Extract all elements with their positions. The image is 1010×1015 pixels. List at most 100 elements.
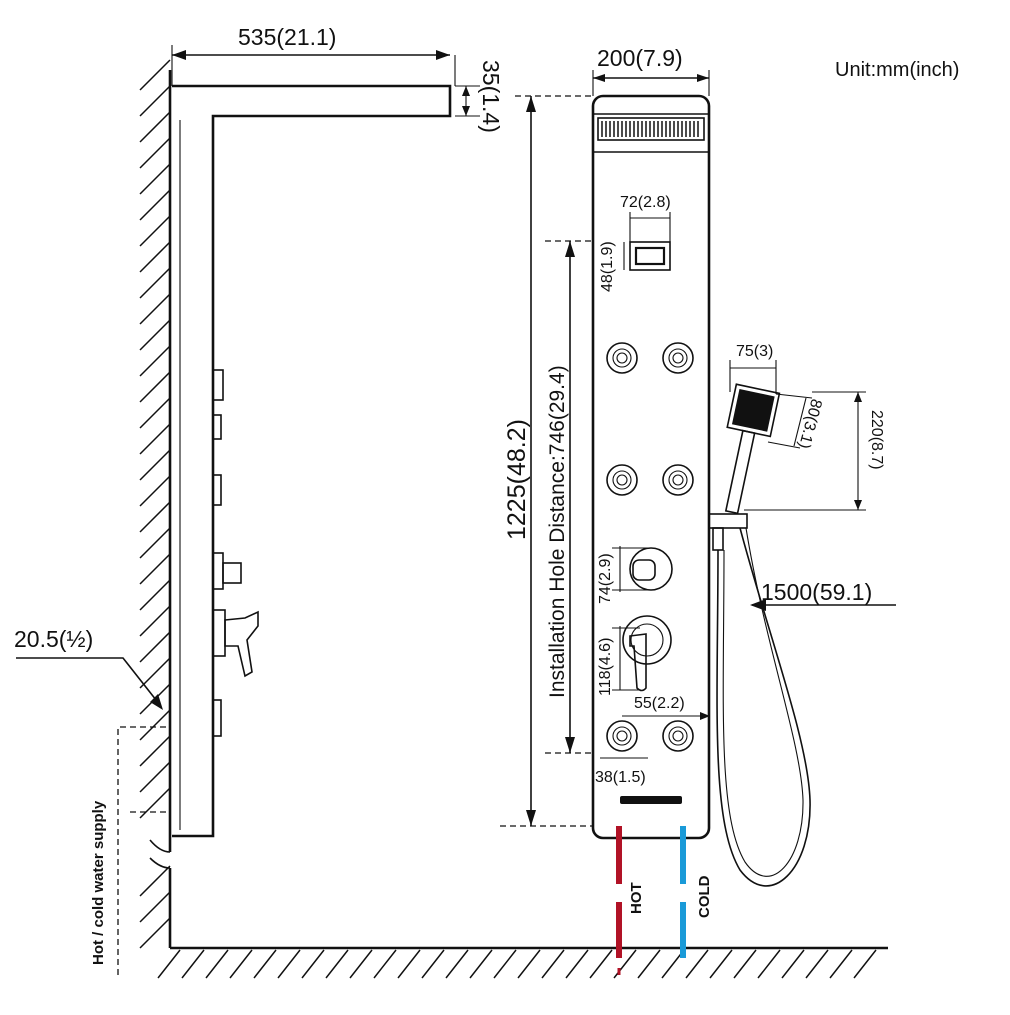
floor-hatch-line xyxy=(757,949,781,979)
floor-hatch-line xyxy=(589,949,613,979)
floor-hatch-line xyxy=(181,949,205,979)
shower-hose xyxy=(716,527,811,887)
floor-hatch-line xyxy=(397,949,421,979)
wall-hatch-line xyxy=(139,241,171,273)
floor-hatch-line xyxy=(325,949,349,979)
floor-hatch-line xyxy=(421,949,445,979)
floor-hatch-line xyxy=(493,949,517,979)
floor-hatch-line xyxy=(853,949,877,979)
floor-hatch-line xyxy=(805,949,829,979)
hose-length-label: 1500(59.1) xyxy=(761,579,872,605)
floor-hatch-line xyxy=(637,949,661,979)
floor-hatch-line xyxy=(205,949,229,979)
body-jet-top-right xyxy=(662,342,694,374)
arm-length-arrow-left xyxy=(172,50,186,60)
bottom-spout xyxy=(620,796,682,804)
wall-hatch-line xyxy=(139,657,171,689)
front-panel xyxy=(591,94,711,840)
side-jet-2 xyxy=(212,414,222,440)
hole-distance-arrow-top xyxy=(565,241,575,257)
rain-grille-nozzles xyxy=(601,121,699,137)
body-jet-bottom-right xyxy=(662,720,694,752)
display-height-label: 48(1.9) xyxy=(599,241,616,292)
hand-shower-head-ext-top xyxy=(775,393,813,399)
hand-shower-holder xyxy=(708,513,748,529)
wall-hatch-line xyxy=(139,891,171,923)
wall-hatch-line xyxy=(139,709,171,741)
wall-hatch-line xyxy=(139,761,171,793)
hole-distance-arrow-bottom xyxy=(565,737,575,753)
wall-hatch-line xyxy=(139,267,171,299)
wall-hatch-line xyxy=(139,111,171,143)
wall-hatch-line xyxy=(139,553,171,585)
body-jet-top-left xyxy=(606,342,638,374)
arm-height-arrow-top xyxy=(462,86,470,96)
body-jet-mid-right xyxy=(662,464,694,496)
rain-grille xyxy=(597,117,705,141)
wall-hatch-line xyxy=(139,527,171,559)
pipe-size-arrow xyxy=(150,694,163,710)
wall-hatch-line xyxy=(139,787,171,819)
total-height-arrow-top xyxy=(526,96,536,112)
side-knob xyxy=(222,562,242,584)
body-jet-bottom-left xyxy=(606,720,638,752)
hose-length-arrow xyxy=(750,599,766,611)
wall-hatch-line xyxy=(139,501,171,533)
side-knob-base xyxy=(212,552,224,590)
floor-hatch-line xyxy=(469,949,493,979)
wall-hatch-line xyxy=(139,59,171,91)
wall-hatching xyxy=(139,59,171,949)
floor-hatch-line xyxy=(301,949,325,979)
floor-hatch-line xyxy=(733,949,757,979)
arm-length-arrow-right xyxy=(436,50,450,60)
hand-shower-length-arrow-top xyxy=(854,392,862,402)
jet-spacing-label: 55(2.2) xyxy=(634,695,685,712)
floor-hatch-line xyxy=(253,949,277,979)
floor-hatch-line xyxy=(517,949,541,979)
floor-hatch-line xyxy=(229,949,253,979)
jet-size-label: 38(1.5) xyxy=(595,769,646,786)
floor-hatch-line xyxy=(829,949,853,979)
unit-label: Unit:mm(inch) xyxy=(835,59,959,81)
wall-hatch-line xyxy=(139,189,171,221)
wall-hatch-line xyxy=(139,293,171,325)
arm-height-arrow-bottom xyxy=(462,106,470,116)
side-handle-base xyxy=(212,609,226,657)
side-handle xyxy=(224,610,259,678)
total-height-arrow-bottom xyxy=(526,810,536,826)
front-view: HOT COLD 200(7.9) 1225(48.2) Installatio… xyxy=(500,45,896,975)
diverter-knob xyxy=(629,547,673,591)
total-height-label: 1225(48.2) xyxy=(503,419,531,540)
wall-hatch-line xyxy=(139,579,171,611)
handle-height-label: 118(4.6) xyxy=(597,638,614,696)
hand-shower-head-ext-bottom xyxy=(767,441,801,449)
floor-hatch-line xyxy=(781,949,805,979)
supply-label: Hot / cold water supply xyxy=(90,800,107,965)
hand-shower-length-arrow-bottom xyxy=(854,500,862,510)
wall-hatch-line xyxy=(139,423,171,455)
hot-label: HOT xyxy=(628,882,645,914)
floor-hatching xyxy=(157,949,877,979)
hose-connector xyxy=(712,527,724,551)
pipe-size-leader xyxy=(16,657,161,706)
wall-hatch-line xyxy=(139,85,171,117)
wall-break xyxy=(149,839,171,869)
wall-hatch-line xyxy=(139,137,171,169)
panel-width-arrow-right xyxy=(697,74,709,82)
wall-hatch-line xyxy=(139,215,171,247)
side-panel-profile xyxy=(172,84,452,838)
temperature-display-inner xyxy=(634,246,666,266)
hand-shower-length-label: 220(8.7) xyxy=(868,410,885,470)
hand-shower-head-dim xyxy=(793,397,807,447)
hole-distance-label: Installation Hole Distance:746(29.4) xyxy=(546,365,569,698)
wall-hatch-line xyxy=(139,163,171,195)
wall-hatch-line xyxy=(139,475,171,507)
floor-hatch-line xyxy=(445,949,469,979)
side-jet-4 xyxy=(212,699,222,737)
floor-hatch-line xyxy=(565,949,589,979)
wall-hatch-line xyxy=(139,319,171,351)
display-width-label: 72(2.8) xyxy=(620,194,671,211)
wall-hatch-line xyxy=(139,631,171,663)
floor-hatch-line xyxy=(685,949,709,979)
